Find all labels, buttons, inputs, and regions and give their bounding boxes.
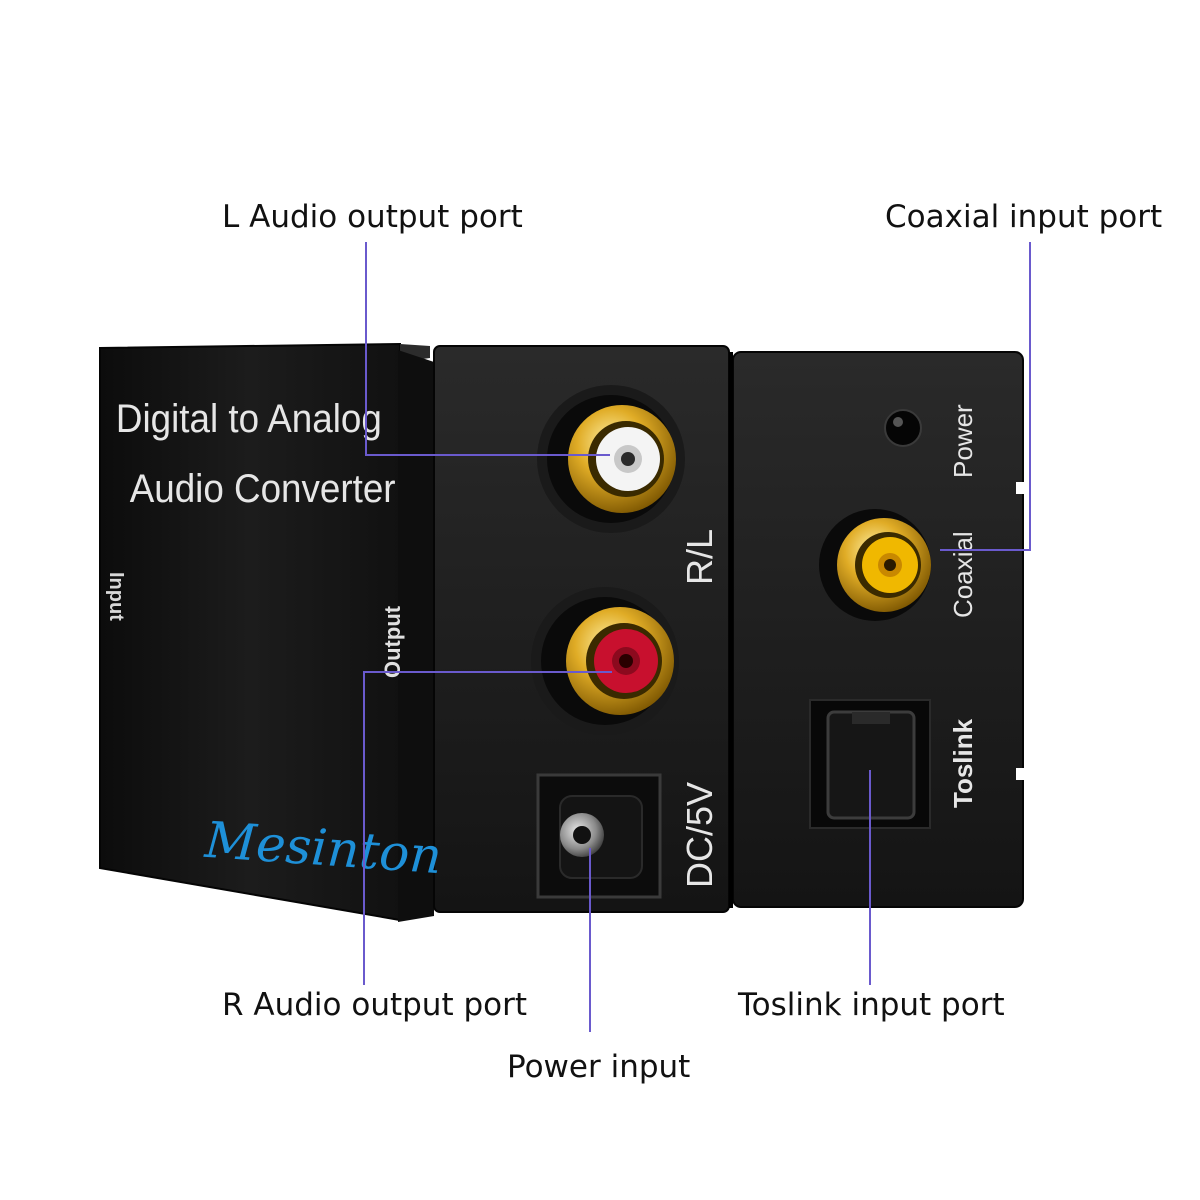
callout-l-audio-output-port: L Audio output port [222,199,523,235]
label-dc5v: DC/5V [679,782,720,888]
title-line-2: Audio Converter [130,467,396,512]
side-label-output: Output [380,605,405,678]
rca-jack-yellow [819,509,931,621]
leader-l-audio [365,242,610,456]
toslink-port [809,699,931,829]
power-led [884,409,922,447]
callout-r-audio-output-port: R Audio output port [222,987,528,1023]
rca-jack-red [531,587,679,735]
leader-lines [363,242,1031,1032]
leader-coaxial [940,242,1031,551]
output-panel [398,350,434,922]
dc-power-jack [536,773,662,899]
callout-coaxial-input-port: Coaxial input port [885,199,1163,235]
rca-jack-white [537,385,685,533]
callout-power-input: Power input [507,1049,691,1085]
label-rl: R/L [679,529,720,585]
callout-toslink-input-port: Toslink input port [738,987,1005,1023]
label-coaxial: Coaxial [948,531,978,618]
side-label-input: Input [105,572,127,621]
label-power: Power [948,404,978,478]
title-line-1: Digital to Analog [116,397,382,442]
label-toslink: Toslink [948,718,978,808]
leader-r-audio [363,671,612,985]
